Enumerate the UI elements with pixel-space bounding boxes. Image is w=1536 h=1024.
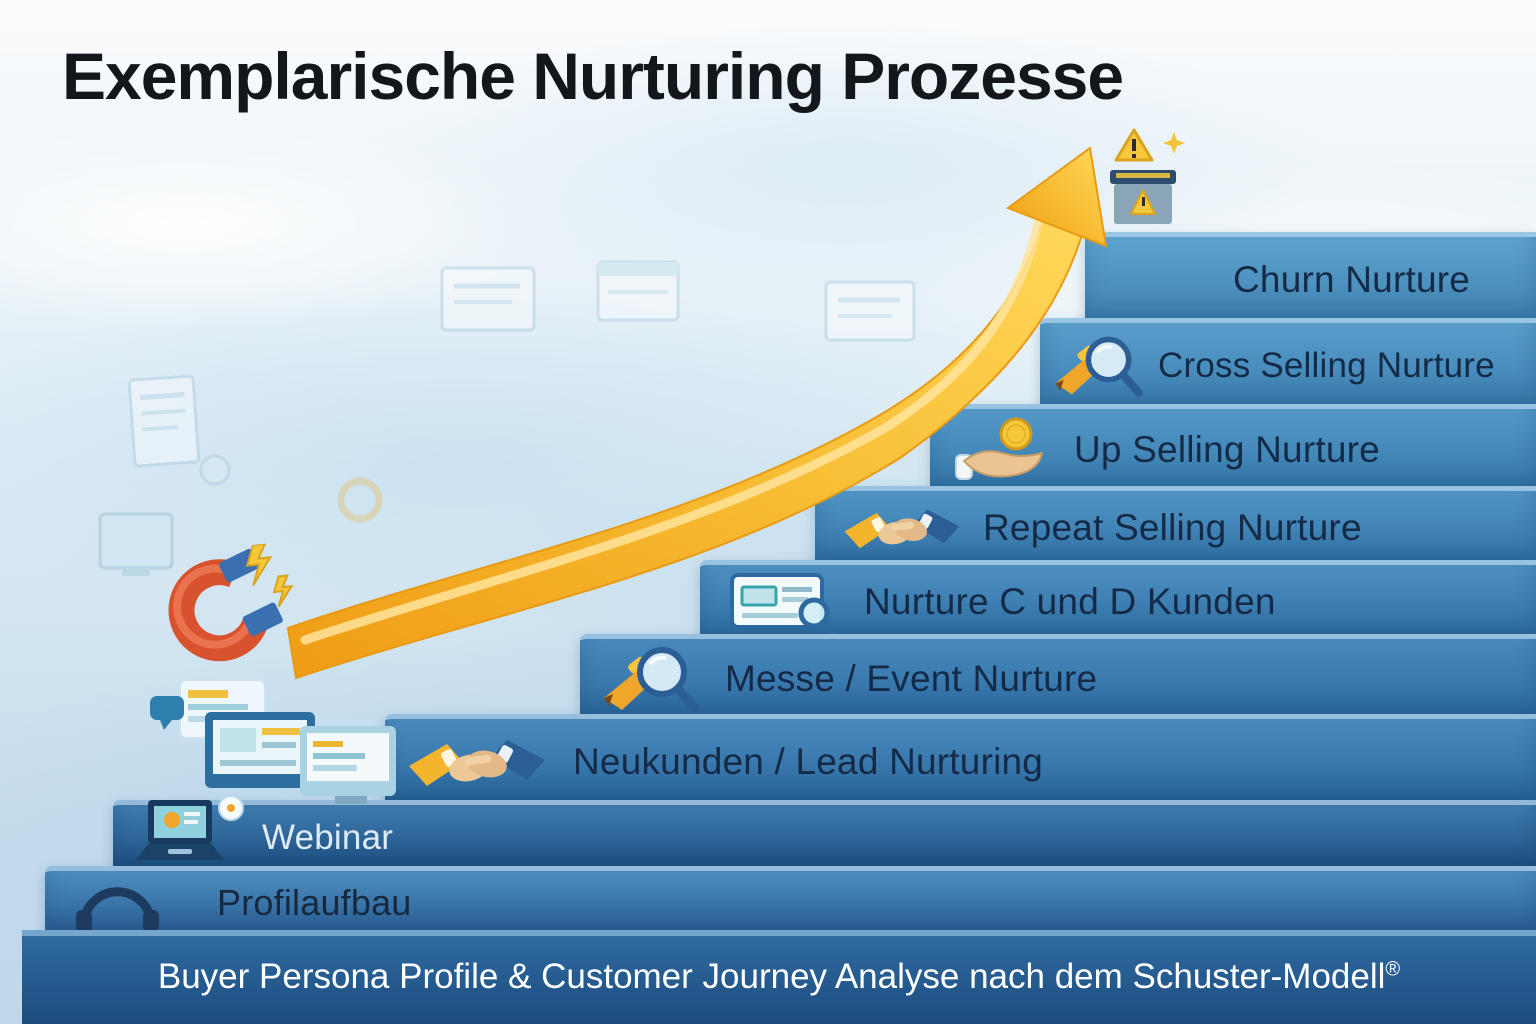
- step-label: Churn Nurture: [1233, 259, 1471, 300]
- step-messe-event-nurture: Messe / Event Nurture: [580, 634, 1536, 719]
- step-label: Neukunden / Lead Nurturing: [573, 741, 1044, 782]
- step-neukunden-lead-nurturing: Neukunden / Lead Nurturing: [385, 714, 1536, 805]
- headset-icon: [70, 872, 165, 939]
- page-title: Exemplarische Nurturing Prozesse: [62, 39, 1124, 113]
- step-webinar: Webinar: [113, 795, 1536, 871]
- base-bar: Buyer Persona Profile & Customer Journey…: [22, 930, 1536, 1024]
- handshake-icon: [407, 726, 547, 798]
- step-nurture-c-d-kunden: Nurture C und D Kunden: [700, 560, 1536, 639]
- magnet-icon: [152, 541, 305, 685]
- step-label: Cross Selling Nurture: [1158, 346, 1495, 385]
- step-repeat-selling-nurture: Repeat Selling Nurture: [815, 486, 1536, 565]
- laptop-webinar-icon: [128, 794, 248, 866]
- registered-mark: ®: [1385, 958, 1401, 981]
- handshake-icon: [843, 497, 961, 559]
- document-magnifier-icon: [730, 571, 838, 636]
- step-profilaufbau: Profilaufbau: [45, 866, 1536, 939]
- step-label: Nurture C und D Kunden: [864, 581, 1276, 622]
- step-label: Profilaufbau: [217, 882, 412, 923]
- step-up-selling-nurture: Up Selling Nurture: [930, 404, 1536, 491]
- step-label: Messe / Event Nurture: [725, 658, 1098, 699]
- base-caption: Buyer Persona Profile & Customer Journey…: [157, 957, 1401, 996]
- step-churn-nurture: Churn Nurture: [1085, 232, 1536, 323]
- hand-coin-icon: [954, 417, 1052, 483]
- step-label: Repeat Selling Nurture: [983, 507, 1362, 548]
- step-label: Up Selling Nurture: [1074, 429, 1380, 470]
- step-label: Webinar: [262, 818, 394, 857]
- warning-package-icon: [1096, 126, 1196, 230]
- computer-monitors-icon: [150, 672, 400, 804]
- magnifier-pen-icon: [598, 640, 703, 718]
- magnifier-pen-icon: [1050, 328, 1146, 404]
- step-cross-selling-nurture: Cross Selling Nurture: [1040, 318, 1536, 409]
